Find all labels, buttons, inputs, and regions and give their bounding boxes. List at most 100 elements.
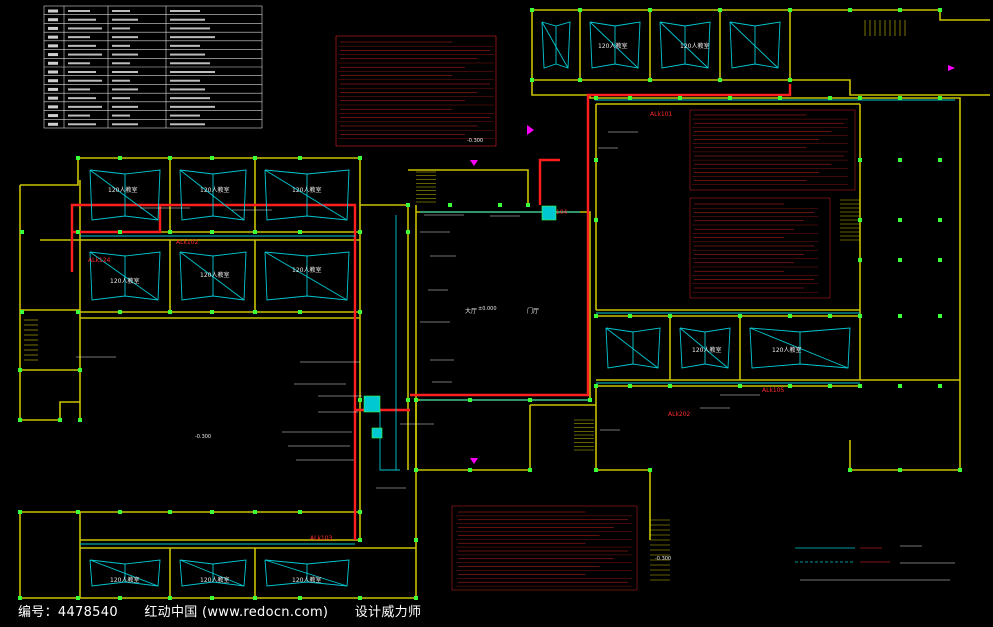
column bbox=[788, 8, 792, 12]
column bbox=[858, 218, 862, 222]
legend-desc bbox=[68, 97, 96, 100]
column bbox=[938, 96, 942, 100]
column bbox=[414, 596, 418, 600]
column bbox=[594, 96, 598, 100]
column bbox=[528, 468, 532, 472]
column bbox=[358, 310, 362, 314]
conduit-run bbox=[264, 169, 348, 221]
conduit-run bbox=[679, 327, 729, 369]
room-label: 120人教室 bbox=[292, 186, 321, 194]
column bbox=[298, 230, 302, 234]
legend-spec bbox=[112, 62, 130, 65]
column bbox=[253, 156, 257, 160]
room-label: 120人教室 bbox=[110, 576, 139, 584]
legend-note bbox=[170, 18, 205, 21]
legend-note bbox=[170, 105, 215, 108]
column bbox=[76, 596, 80, 600]
column bbox=[358, 538, 362, 542]
column bbox=[210, 596, 214, 600]
legend-symbol bbox=[48, 18, 58, 22]
column bbox=[168, 310, 172, 314]
legend-desc bbox=[68, 10, 90, 12]
column bbox=[578, 8, 582, 12]
conduit-run bbox=[749, 327, 849, 369]
legend-desc bbox=[68, 53, 102, 56]
legend-desc bbox=[68, 71, 96, 73]
legend-spec bbox=[112, 53, 138, 56]
column bbox=[648, 8, 652, 12]
image-id: 编号：4478540 bbox=[18, 605, 118, 620]
column bbox=[298, 156, 302, 160]
column bbox=[358, 398, 362, 402]
elevation-label: -0.300 bbox=[655, 556, 671, 562]
elevation-label: -0.300 bbox=[195, 434, 211, 440]
legend-desc bbox=[68, 114, 90, 117]
column bbox=[858, 96, 862, 100]
legend-symbol bbox=[48, 114, 58, 118]
conduit-run bbox=[179, 169, 245, 221]
column bbox=[526, 203, 530, 207]
conduit-run bbox=[729, 21, 779, 69]
column bbox=[18, 510, 22, 514]
column bbox=[118, 156, 122, 160]
legend-symbol bbox=[48, 9, 58, 13]
room-label: 120人教室 bbox=[772, 346, 801, 354]
legend-note bbox=[170, 71, 215, 73]
column bbox=[594, 468, 598, 472]
legend-spec bbox=[112, 10, 130, 12]
legend-table bbox=[43, 5, 263, 129]
legend-spec bbox=[112, 79, 130, 82]
legend-text bbox=[48, 9, 215, 126]
column bbox=[18, 368, 22, 372]
column bbox=[20, 230, 24, 234]
panel-tag: ALk101 bbox=[650, 111, 673, 118]
legend-symbol bbox=[48, 26, 58, 30]
column bbox=[594, 218, 598, 222]
column bbox=[898, 8, 902, 12]
distribution-note-right bbox=[689, 109, 856, 299]
legend-symbol bbox=[48, 70, 58, 74]
legend-note bbox=[170, 97, 210, 100]
legend-note bbox=[170, 114, 200, 117]
room-label: 120人教室 bbox=[110, 277, 139, 285]
column bbox=[210, 510, 214, 514]
column bbox=[118, 230, 122, 234]
panel-tag: ALk124 bbox=[88, 257, 111, 264]
legend-note bbox=[170, 27, 210, 30]
column bbox=[588, 398, 592, 402]
legend-note bbox=[170, 36, 215, 39]
column bbox=[778, 96, 782, 100]
room-label: 120人教室 bbox=[692, 346, 721, 354]
panel-tag: ALk105 bbox=[762, 387, 785, 394]
elevation-label: ±0.000 bbox=[478, 306, 497, 312]
column bbox=[168, 596, 172, 600]
conduit-run bbox=[659, 21, 709, 69]
panel-tag: ALk102 bbox=[176, 239, 199, 246]
column bbox=[530, 78, 534, 82]
column bbox=[858, 314, 862, 318]
conduit-run bbox=[264, 251, 348, 301]
column bbox=[118, 596, 122, 600]
panel-tag: ALk202 bbox=[668, 411, 691, 418]
column bbox=[358, 156, 362, 160]
column bbox=[678, 96, 682, 100]
column bbox=[78, 418, 82, 422]
column bbox=[210, 230, 214, 234]
column bbox=[498, 203, 502, 207]
conduit-run bbox=[179, 251, 245, 301]
column bbox=[18, 596, 22, 600]
legend-desc bbox=[68, 44, 96, 47]
column bbox=[253, 510, 257, 514]
column bbox=[668, 314, 672, 318]
conduit-run bbox=[89, 169, 159, 221]
room-label: 120人教室 bbox=[200, 186, 229, 194]
column bbox=[828, 96, 832, 100]
building-walls bbox=[19, 9, 990, 599]
column bbox=[358, 230, 362, 234]
column bbox=[76, 310, 80, 314]
column bbox=[898, 218, 902, 222]
column bbox=[594, 314, 598, 318]
column bbox=[58, 418, 62, 422]
column bbox=[648, 468, 652, 472]
column bbox=[718, 78, 722, 82]
